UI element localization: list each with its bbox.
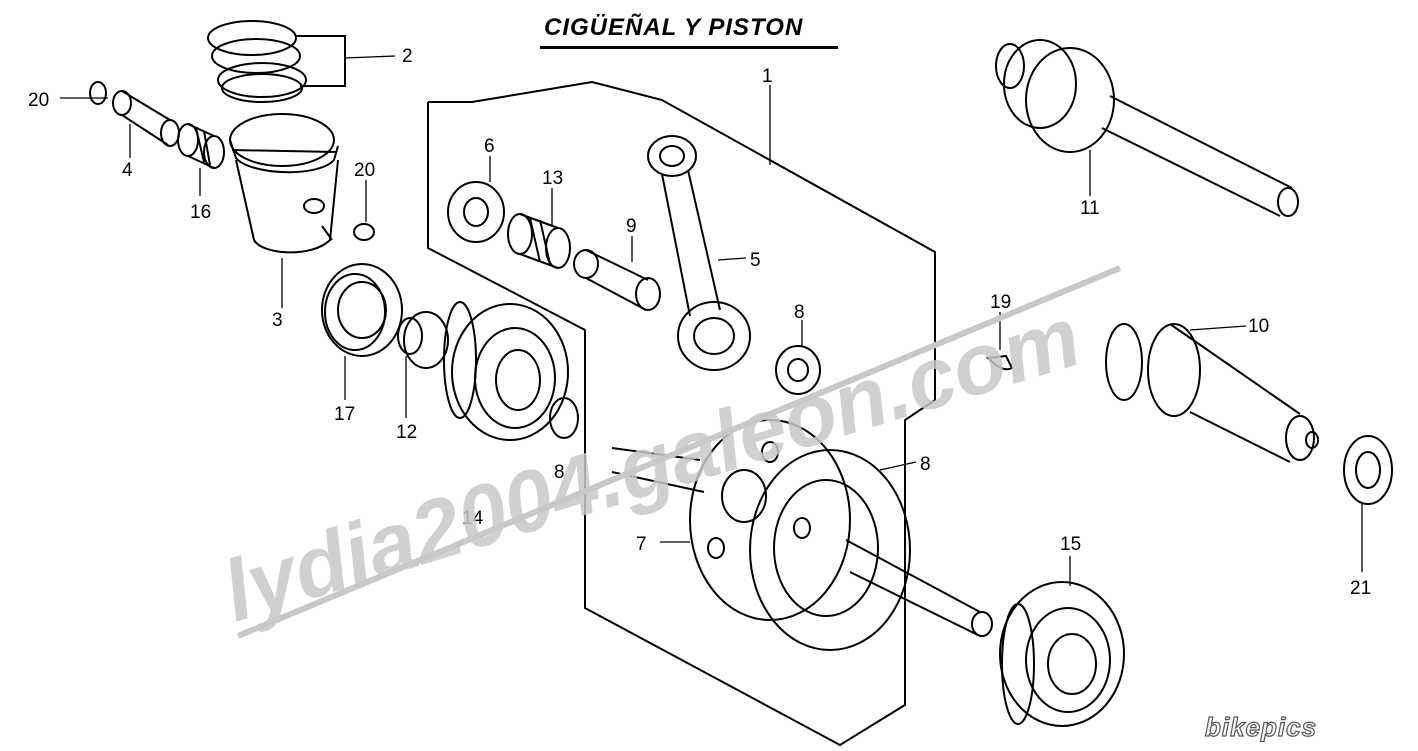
callout-4: 4 xyxy=(122,160,133,181)
piston xyxy=(229,113,339,254)
thrust-washer xyxy=(447,181,505,243)
diagram-title: CIGÜEÑAL Y PISTON xyxy=(544,14,804,41)
small-bearing xyxy=(1343,435,1393,505)
callout-1: 1 xyxy=(762,66,773,87)
callout-21: 21 xyxy=(1350,578,1371,599)
spacer-collar xyxy=(397,311,449,369)
callout-8-ring: 8 xyxy=(554,462,565,483)
callout-2: 2 xyxy=(402,46,413,67)
brand-logo: bikepics xyxy=(1204,711,1318,742)
piston-rings xyxy=(207,20,346,103)
callout-20-right: 20 xyxy=(354,160,375,181)
connecting-rod xyxy=(647,135,751,371)
callout-7: 7 xyxy=(636,534,647,555)
circlip-right xyxy=(353,223,375,241)
callout-9: 9 xyxy=(626,216,637,237)
callout-8-rod: 8 xyxy=(794,302,805,323)
callout-10: 10 xyxy=(1248,316,1269,337)
callout-19: 19 xyxy=(990,292,1011,313)
callout-5: 5 xyxy=(750,250,761,271)
leader-lines xyxy=(60,55,1363,586)
callout-3: 3 xyxy=(272,310,283,331)
callout-labels: 1 2 3 4 5 6 7 8 8 8 9 10 11 12 13 14 15 … xyxy=(28,46,1371,599)
title-underline xyxy=(540,46,838,49)
callout-20-left: 20 xyxy=(28,90,49,111)
circlip-left xyxy=(89,81,107,105)
callout-15: 15 xyxy=(1060,534,1081,555)
thrust-washer-rod xyxy=(775,345,821,395)
needle-bearing-small xyxy=(177,123,225,169)
callout-13: 13 xyxy=(542,168,563,189)
callout-6: 6 xyxy=(484,136,495,157)
callout-16: 16 xyxy=(190,202,211,223)
piston-pin xyxy=(112,90,180,147)
woodruff-key xyxy=(985,354,1014,371)
oil-seal xyxy=(321,263,403,357)
callout-8-crank: 8 xyxy=(920,454,931,475)
gear-shaft xyxy=(995,39,1299,217)
callout-14: 14 xyxy=(462,508,484,529)
assembly-bracket xyxy=(427,80,936,747)
needle-bearing-big-end xyxy=(507,213,571,269)
crank-pin xyxy=(573,249,661,311)
o-ring-small xyxy=(549,397,579,439)
watermark-underline xyxy=(236,265,1122,639)
counter-shaft xyxy=(1105,323,1319,463)
main-bearing-left xyxy=(443,301,569,441)
callout-11: 11 xyxy=(1080,198,1100,219)
callout-17: 17 xyxy=(334,404,355,425)
main-bearing-right xyxy=(999,581,1125,727)
callout-12: 12 xyxy=(396,422,417,443)
